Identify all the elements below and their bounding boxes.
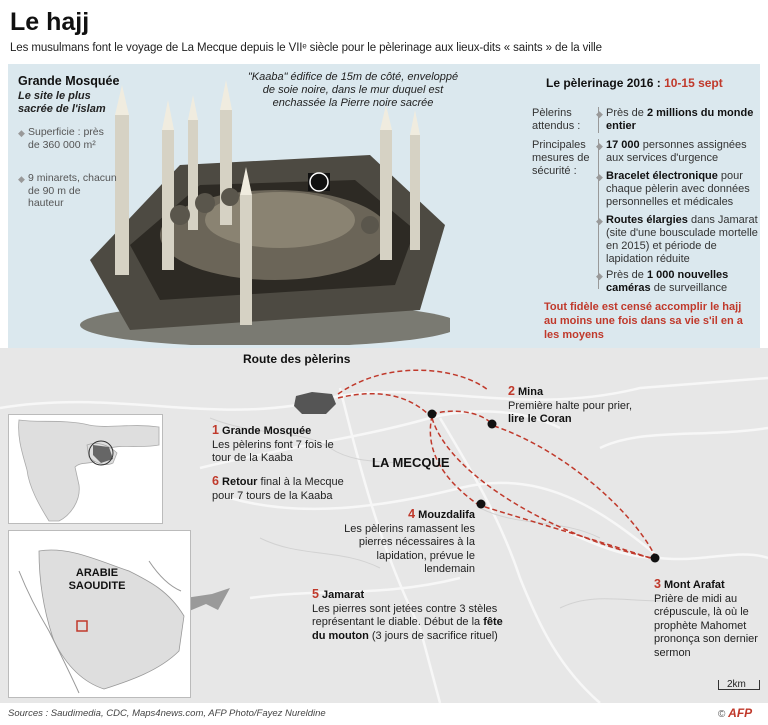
world-map-graphic <box>9 415 162 523</box>
pilgrimage-note: Tout fidèle est censé accomplir le hajj … <box>544 301 743 341</box>
afp-logo: © AFP <box>718 706 753 720</box>
security-item: ◆ 17 000 personnes assignées aux service… <box>596 139 747 164</box>
mosque-fact-minarets: ◆ 9 minarets, chacun de 90 m de hauteur <box>18 172 118 210</box>
bullet-icon: ◆ <box>18 174 25 184</box>
bullet-icon: ◆ <box>18 128 25 138</box>
mosque-title: Grande Mosquée <box>18 74 120 88</box>
scale-label: 2km <box>727 679 746 690</box>
credit-text: AFP <box>728 706 753 720</box>
kaaba-annotation: "Kaaba" édifice de 15m de côté, envelopp… <box>247 71 459 109</box>
mosque-fact-text: Superficie : près de 360 000 m² <box>28 126 104 151</box>
bullet-icon: ◆ <box>596 109 603 119</box>
security-item: ◆ Bracelet électronique pour chaque pèle… <box>596 170 750 208</box>
step-6-label: 6 Retour final à la Mecque pour 7 tours … <box>212 474 344 502</box>
pilgrimage-title-prefix: Le pèlerinage 2016 : <box>546 76 665 90</box>
attendees-label: Pèlerins attendus : <box>532 107 581 132</box>
route-map <box>0 369 768 703</box>
mosque-subtitle: Le site le plus sacrée de l'islam <box>18 90 106 115</box>
step-4-label: 4 Mouzdalifa Les pèlerins ramassent les … <box>344 507 475 575</box>
city-label: LA MECQUE <box>372 455 450 470</box>
step-3-label: 3 Mont Arafat Prière de midi au crépuscu… <box>654 577 758 659</box>
scale-bar <box>718 680 760 690</box>
attendees-value: ◆ Près de 2 millions du monde entier <box>596 107 754 132</box>
bullet-icon: ◆ <box>596 271 603 281</box>
security-label: Principales mesures de sécurité : <box>532 139 590 177</box>
bullet-icon: ◆ <box>596 216 603 226</box>
mosque-fact-text: 9 minarets, chacun de 90 m de hauteur <box>28 172 117 209</box>
bullet-icon: ◆ <box>596 141 603 151</box>
page-subtitle: Les musulmans font le voyage de La Mecqu… <box>10 42 602 54</box>
saudi-map-graphic <box>9 531 190 697</box>
step-5-label: 5 Jamarat Les pierres sont jetées contre… <box>312 587 503 642</box>
divider <box>598 107 599 133</box>
pilgrimage-dates: 10-15 sept <box>664 76 723 90</box>
bullet-icon: ◆ <box>596 172 603 182</box>
world-inset-map <box>8 414 163 524</box>
pilgrimage-title: Le pèlerinage 2016 : 10-15 sept <box>546 76 723 90</box>
mosque-illustration <box>80 80 450 345</box>
country-label: ARABIE SAOUDITE <box>68 567 126 592</box>
security-item: ◆ Près de 1 000 nouvelles caméras de sur… <box>596 269 729 294</box>
saudi-inset-map: ARABIE SAOUDITE <box>8 530 191 698</box>
sources-text: Sources : Saudimedia, CDC, Maps4news.com… <box>8 708 326 719</box>
step-2-label: 2 Mina Première halte pour prier, lire l… <box>508 384 633 425</box>
step-1-label: 1 Grande Mosquée Les pèlerins font 7 foi… <box>212 423 334 464</box>
page-title: Le hajj <box>10 8 90 36</box>
mosque-fact-area: ◆ Superficie : près de 360 000 m² <box>18 126 118 151</box>
divider <box>598 139 599 289</box>
route-title: Route des pèlerins <box>243 352 351 366</box>
security-item: ◆ Routes élargies dans Jamarat (site d'u… <box>596 214 758 265</box>
